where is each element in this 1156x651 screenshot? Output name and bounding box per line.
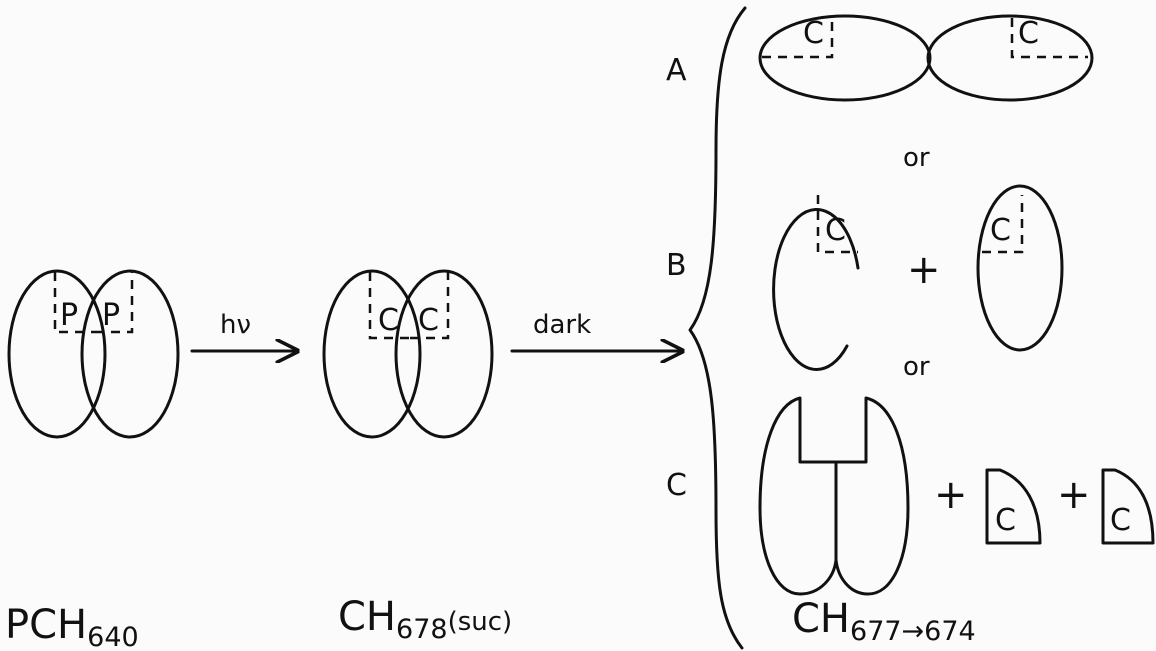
route-c-c-right: C xyxy=(1110,503,1131,538)
right-horizontal-lobe xyxy=(928,16,1092,100)
route-a-c-right: C xyxy=(1018,16,1039,51)
route-c-products: + C + C xyxy=(760,398,1153,594)
route-b-c-right: C xyxy=(990,213,1011,248)
right-lobe xyxy=(82,271,178,437)
dark-arrow-label: dark xyxy=(533,310,591,340)
or-separator-2: or xyxy=(903,352,930,382)
route-a-products: C C xyxy=(760,16,1092,100)
curly-brace xyxy=(690,8,745,648)
pigment-label-left: P xyxy=(60,298,78,333)
or-separator-1: or xyxy=(903,143,930,173)
route-a-c-left: C xyxy=(803,16,824,51)
state-1-label: PCH640 xyxy=(5,602,139,651)
right-monomer xyxy=(978,186,1062,350)
route-c-plus-1: + xyxy=(934,472,968,518)
route-c-c-left: C xyxy=(995,503,1016,538)
route-b-c-left: C xyxy=(825,213,846,248)
route-c-label: C xyxy=(666,468,687,503)
state-2-label: CH678(suc) xyxy=(338,594,512,645)
state-3-label: CH677→674 xyxy=(792,596,976,647)
converted-label-left: C xyxy=(378,303,399,338)
light-arrow-label: hν xyxy=(220,310,251,340)
notched-dimer-outline xyxy=(760,398,908,594)
left-lobe xyxy=(324,271,420,437)
dark-arrow: dark xyxy=(512,310,682,351)
left-lobe xyxy=(9,271,105,437)
route-b-label: B xyxy=(666,248,687,283)
route-a-label: A xyxy=(666,53,687,88)
route-c-plus-2: + xyxy=(1057,472,1091,518)
pigment-label-right: P xyxy=(102,298,120,333)
route-b-products: C C + xyxy=(774,186,1062,369)
converted-label-right: C xyxy=(418,303,439,338)
pch640-dimer: P P xyxy=(9,271,178,437)
route-b-plus: + xyxy=(907,247,941,293)
ch678-dimer: C C xyxy=(324,271,492,437)
right-lobe xyxy=(396,271,492,437)
light-arrow: hν xyxy=(192,310,297,351)
